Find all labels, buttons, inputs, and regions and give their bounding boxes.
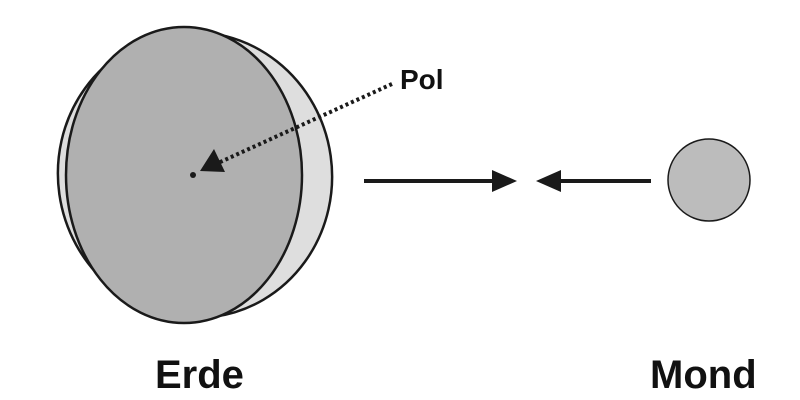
moon-force-arrowhead bbox=[536, 170, 561, 192]
earth-label: Erde bbox=[155, 353, 244, 397]
pole-pointer-arrowhead bbox=[200, 149, 225, 172]
pole-pointer-arrow bbox=[217, 82, 393, 165]
pole-label: Pol bbox=[400, 64, 444, 95]
earth-center-dot bbox=[190, 172, 196, 178]
moon-label: Mond bbox=[650, 353, 757, 397]
moon-sphere bbox=[667, 138, 751, 222]
earth-sphere bbox=[64, 25, 304, 325]
earth-force-arrowhead bbox=[492, 170, 517, 192]
